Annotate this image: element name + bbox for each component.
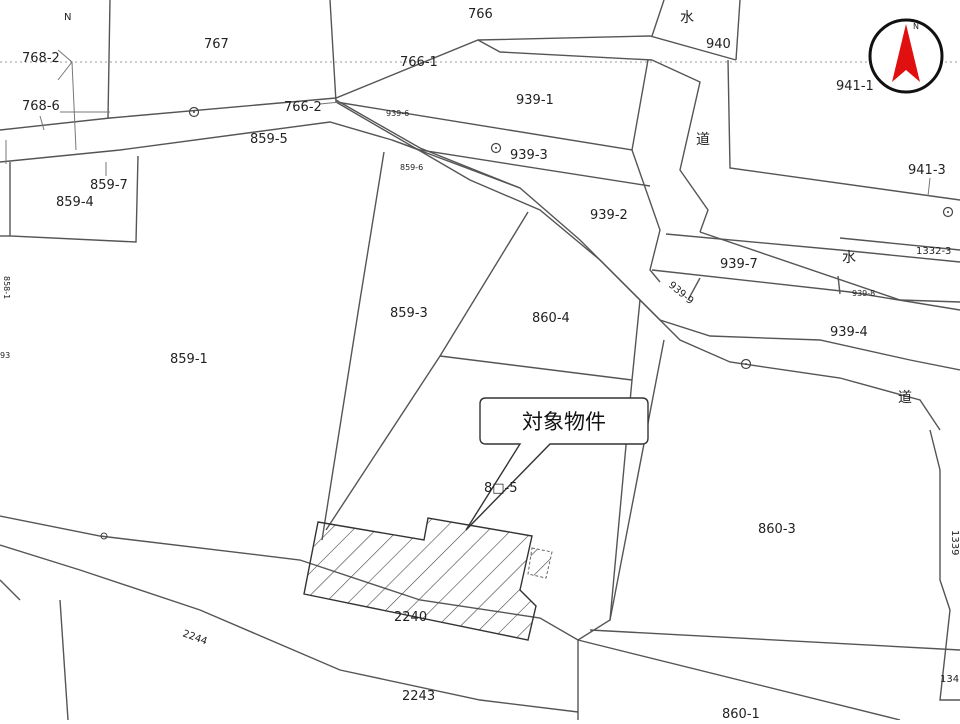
parcel-label: 859-5 — [250, 132, 288, 147]
parcel-label: 940 — [706, 37, 731, 52]
parcel-label: 859-4 — [56, 195, 94, 210]
north-arrow-icon — [892, 24, 920, 82]
small-hatched-annex — [527, 547, 553, 579]
parcel-label: 767 — [204, 37, 229, 52]
parcel-label: 939-3 — [510, 148, 548, 163]
parcel-label: 860-4 — [532, 311, 570, 326]
parcel-label: 2243 — [402, 689, 435, 704]
parcel-label: 858-1 — [2, 276, 11, 299]
parcel-label: 93 — [0, 351, 10, 360]
road-labels: 水 道 水 道 — [680, 10, 912, 406]
parcel-label: 939-8 — [852, 289, 875, 298]
parcel-label: 939-4 — [830, 325, 868, 340]
parcel-label: 941-1 — [836, 79, 874, 94]
survey-markers — [100, 106, 954, 540]
parcel-label: 1332-3 — [916, 246, 951, 257]
parcel-label: 766-2 — [284, 100, 322, 115]
parcel-label: 766 — [468, 7, 493, 22]
parcel-label: 939-6 — [386, 109, 409, 118]
parcel-label: 859-1 — [170, 352, 208, 367]
parcel-label: 768-2 — [22, 51, 60, 66]
parcel-label: 134 — [940, 674, 959, 685]
parcel-label: 2244 — [181, 628, 209, 647]
parcel-label: 859-3 — [390, 306, 428, 321]
subject-property-hatched[interactable] — [303, 517, 537, 641]
parcel-label: 2240 — [394, 610, 427, 625]
parcel-label: 8□-5 — [484, 481, 518, 496]
parcel-label: 941-3 — [908, 163, 946, 178]
map-north-label: N — [64, 12, 71, 23]
parcel-label: 939-2 — [590, 208, 628, 223]
parcel-label: 768-6 — [22, 99, 60, 114]
subject-callout: 対象物件 — [465, 397, 649, 531]
compass-north-letter: N — [913, 22, 919, 31]
road-label: 道 — [898, 390, 912, 406]
parcel-label: 939-1 — [516, 93, 554, 108]
callout-label: 対象物件 — [522, 410, 606, 434]
road-label: 道 — [696, 132, 710, 148]
parcel-label: 1339 — [949, 530, 960, 555]
parcel-label: 860-3 — [758, 522, 796, 537]
road-label: 水 — [842, 250, 856, 266]
north-compass: N — [868, 18, 944, 94]
road-label: 水 — [680, 10, 694, 26]
parcel-label: 939-7 — [720, 257, 758, 272]
parcel-label: 859-7 — [90, 178, 128, 193]
parcel-label: 860-1 — [722, 707, 760, 720]
parcel-label: 766-1 — [400, 55, 438, 70]
parcel-label: 859-6 — [400, 163, 423, 172]
